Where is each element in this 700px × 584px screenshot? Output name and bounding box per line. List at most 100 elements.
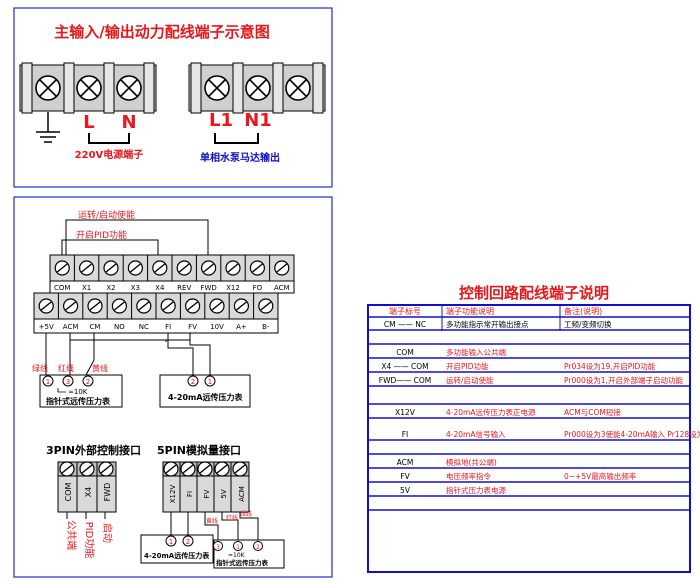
run-enable-wire	[65, 219, 209, 255]
table-header-2: 备注(说明)	[564, 306, 602, 316]
terminal-label-l1: L1	[209, 110, 233, 131]
bot-screw-0	[38, 298, 54, 314]
ground-icon	[36, 112, 60, 143]
table-cell: Pr034设为19,开启PID功能	[564, 361, 656, 371]
pid-enable-wire	[61, 239, 159, 255]
pin5-gauge2-pin-3: 2	[256, 544, 260, 551]
table-cell: Pr000设为3使能4-20mA输入 Pr128设为1.00V	[564, 429, 700, 439]
table-cell: 指针式压力表电源	[446, 485, 506, 495]
pin3-term-com: COM	[64, 483, 73, 502]
terminal-label-l: L	[83, 112, 94, 133]
pin3-term-fwd: FWD	[103, 483, 112, 502]
top-label-3: X3	[131, 284, 140, 292]
pin5-term-5v: 5V	[220, 489, 228, 498]
table-cell: 工频/变频切换	[564, 319, 612, 329]
wire-color-green: 绿线	[32, 363, 48, 373]
terminal-label-n: N	[121, 112, 136, 133]
bot-screw-2	[87, 298, 103, 314]
table-cell: 开启PID功能	[446, 361, 489, 371]
top-screw-9	[274, 260, 290, 276]
top-screw-7	[225, 260, 241, 276]
bot-screw-1	[62, 298, 79, 314]
table-cell: ACM	[397, 458, 414, 467]
gauge1-pin-2: 3	[66, 378, 70, 386]
top-screw-2	[103, 260, 119, 276]
top-label-1: X1	[82, 284, 91, 292]
table-cell: FWD—— COM	[379, 376, 432, 385]
pin5-gauge1-pin-1: 1	[169, 538, 173, 546]
bot-label-2: CM	[90, 323, 101, 331]
bot-screw-9	[258, 298, 274, 314]
top-screw-1	[78, 260, 95, 276]
run-enable-label: 运转/启动使能	[78, 209, 135, 221]
table-cell: 多功能指示常开输出接点	[446, 319, 529, 329]
wire-color-red: 红线	[58, 363, 74, 373]
pin5-term-x12v: X12V	[169, 485, 177, 504]
top-label-2: X2	[106, 284, 115, 292]
bot-label-4: NC	[139, 323, 149, 331]
gauge2-label: 4-20mA远传压力表	[168, 392, 244, 402]
pin3-title: 3PIN外部控制接口	[46, 443, 141, 457]
pin5-pointer-gauge: 3 1 2 ≈10K 指针式远传压力表	[213, 539, 285, 569]
bot-label-7: 10V	[210, 323, 224, 331]
motor-output-terminal-block	[188, 62, 326, 114]
bot-screw-5	[160, 298, 176, 314]
table-cell: Pr000设为1,开启外部端子启动功能	[564, 375, 683, 385]
pin5-gauge1-pin-2: 2	[186, 538, 190, 546]
motor-output-caption: 单相水泵马达输出	[200, 151, 280, 164]
bot-label-0: +5V	[39, 323, 54, 331]
top-label-5: REV	[177, 284, 191, 292]
table-cell: 模拟地(共公端)	[446, 457, 497, 467]
gauge1-pin-1: 1	[46, 378, 50, 386]
top-label-8: FO	[253, 284, 263, 292]
pin5-gauge2-label: 指针式远传压力表	[216, 558, 269, 567]
power-terminal-panel: 主输入/输出动力配线端子示意图 L N 220V电源端子	[13, 7, 333, 188]
top-label-4: X4	[155, 284, 165, 292]
top-label-0: COM	[54, 284, 70, 292]
pin5-gauge2-pin-2: 1	[236, 544, 240, 551]
table-cell: FI	[402, 430, 409, 439]
table-cell: 电压频率指令	[446, 471, 491, 481]
gauge2-pin-2: 1	[208, 378, 212, 386]
current-pressure-gauge: 2 1 4-20mA远传压力表	[159, 374, 251, 408]
pin5-term-fv: FV	[203, 489, 211, 498]
bot-label-3: NO	[114, 323, 125, 331]
table-cell: FV	[400, 472, 410, 481]
top-screw-4	[152, 260, 168, 276]
pin5-current-gauge: 1 2 4-20mA远传压力表	[140, 534, 214, 564]
pin3-connector: COM X4 FWD	[57, 461, 117, 513]
motor-output-bracket	[214, 133, 259, 144]
top-screw-5	[176, 260, 192, 276]
gauge-wiring	[45, 333, 211, 376]
table-cell: 多功能输入公共端	[446, 347, 506, 357]
bot-label-9: B-	[262, 323, 270, 331]
pin5-wire-yellow: 黄线	[206, 517, 218, 525]
top-label-7: X12	[226, 284, 240, 292]
bot-screw-3	[111, 298, 128, 314]
gauge1-label: 指针式远传压力表	[46, 396, 111, 406]
pointer-pressure-gauge: 1 3 2 ≈10K 指针式远传压力表	[39, 374, 123, 408]
pin5-wire-green: 绿线	[240, 510, 252, 518]
table-cell: ACM与COM短接	[564, 407, 621, 417]
pin5-term-fi: FI	[186, 491, 194, 497]
bot-label-8: A+	[236, 323, 247, 331]
pin5-term-acm: ACM	[238, 486, 246, 502]
bot-label-1: ACM	[63, 323, 79, 331]
gauge1-resistance: ≈10K	[68, 388, 88, 396]
pid-enable-label: 开启PID功能	[76, 229, 127, 241]
table-cell: X12V	[395, 408, 416, 417]
pin5-wire-red: 红线	[226, 514, 238, 522]
top-screw-6	[200, 260, 217, 276]
bot-screw-7	[209, 298, 225, 314]
power-input-terminal-block	[19, 62, 157, 114]
table-cell: 4-20mA信号输入	[446, 429, 506, 439]
pin3-label-common: 公共端	[65, 520, 78, 550]
table-cell: 运转/启动使能	[446, 375, 494, 385]
bot-screw-8	[233, 298, 250, 314]
power-input-bracket	[88, 133, 130, 144]
pin3-term-x4: X4	[84, 487, 93, 498]
table-cell: 5V	[400, 486, 411, 495]
bot-screw-6	[184, 298, 201, 314]
